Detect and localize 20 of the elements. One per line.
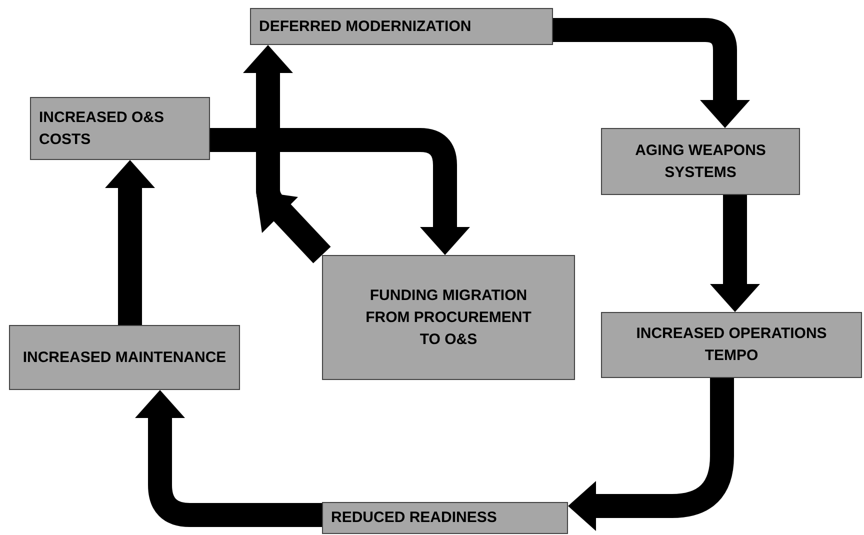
box-label: INCREASED OPERATIONS TEMPO: [635, 324, 828, 366]
box-label: INCREASED O&S COSTS: [39, 108, 166, 150]
process-box: [322, 502, 568, 534]
box-label: INCREASED MAINTENANCE: [22, 348, 226, 368]
block-arrow: [210, 128, 470, 255]
block-arrow: [568, 378, 734, 531]
process-box: [250, 8, 553, 45]
block-arrow: [135, 390, 322, 527]
box-label: AGING WEAPONS SYSTEMS: [634, 140, 767, 182]
process-box: [9, 325, 240, 390]
box-label: FUNDING MIGRATION FROM PROCUREMENT TO O&S: [364, 286, 532, 350]
process-box: [322, 255, 575, 380]
block-arrow: [105, 160, 155, 325]
block-arrow: [553, 18, 750, 128]
process-box: [601, 128, 800, 195]
box-label: REDUCED READINESS: [331, 508, 497, 528]
process-box: [601, 312, 862, 378]
box-label: DEFERRED MODERNIZATION: [259, 16, 472, 36]
process-box: [30, 97, 210, 160]
block-arrow: [710, 195, 760, 312]
